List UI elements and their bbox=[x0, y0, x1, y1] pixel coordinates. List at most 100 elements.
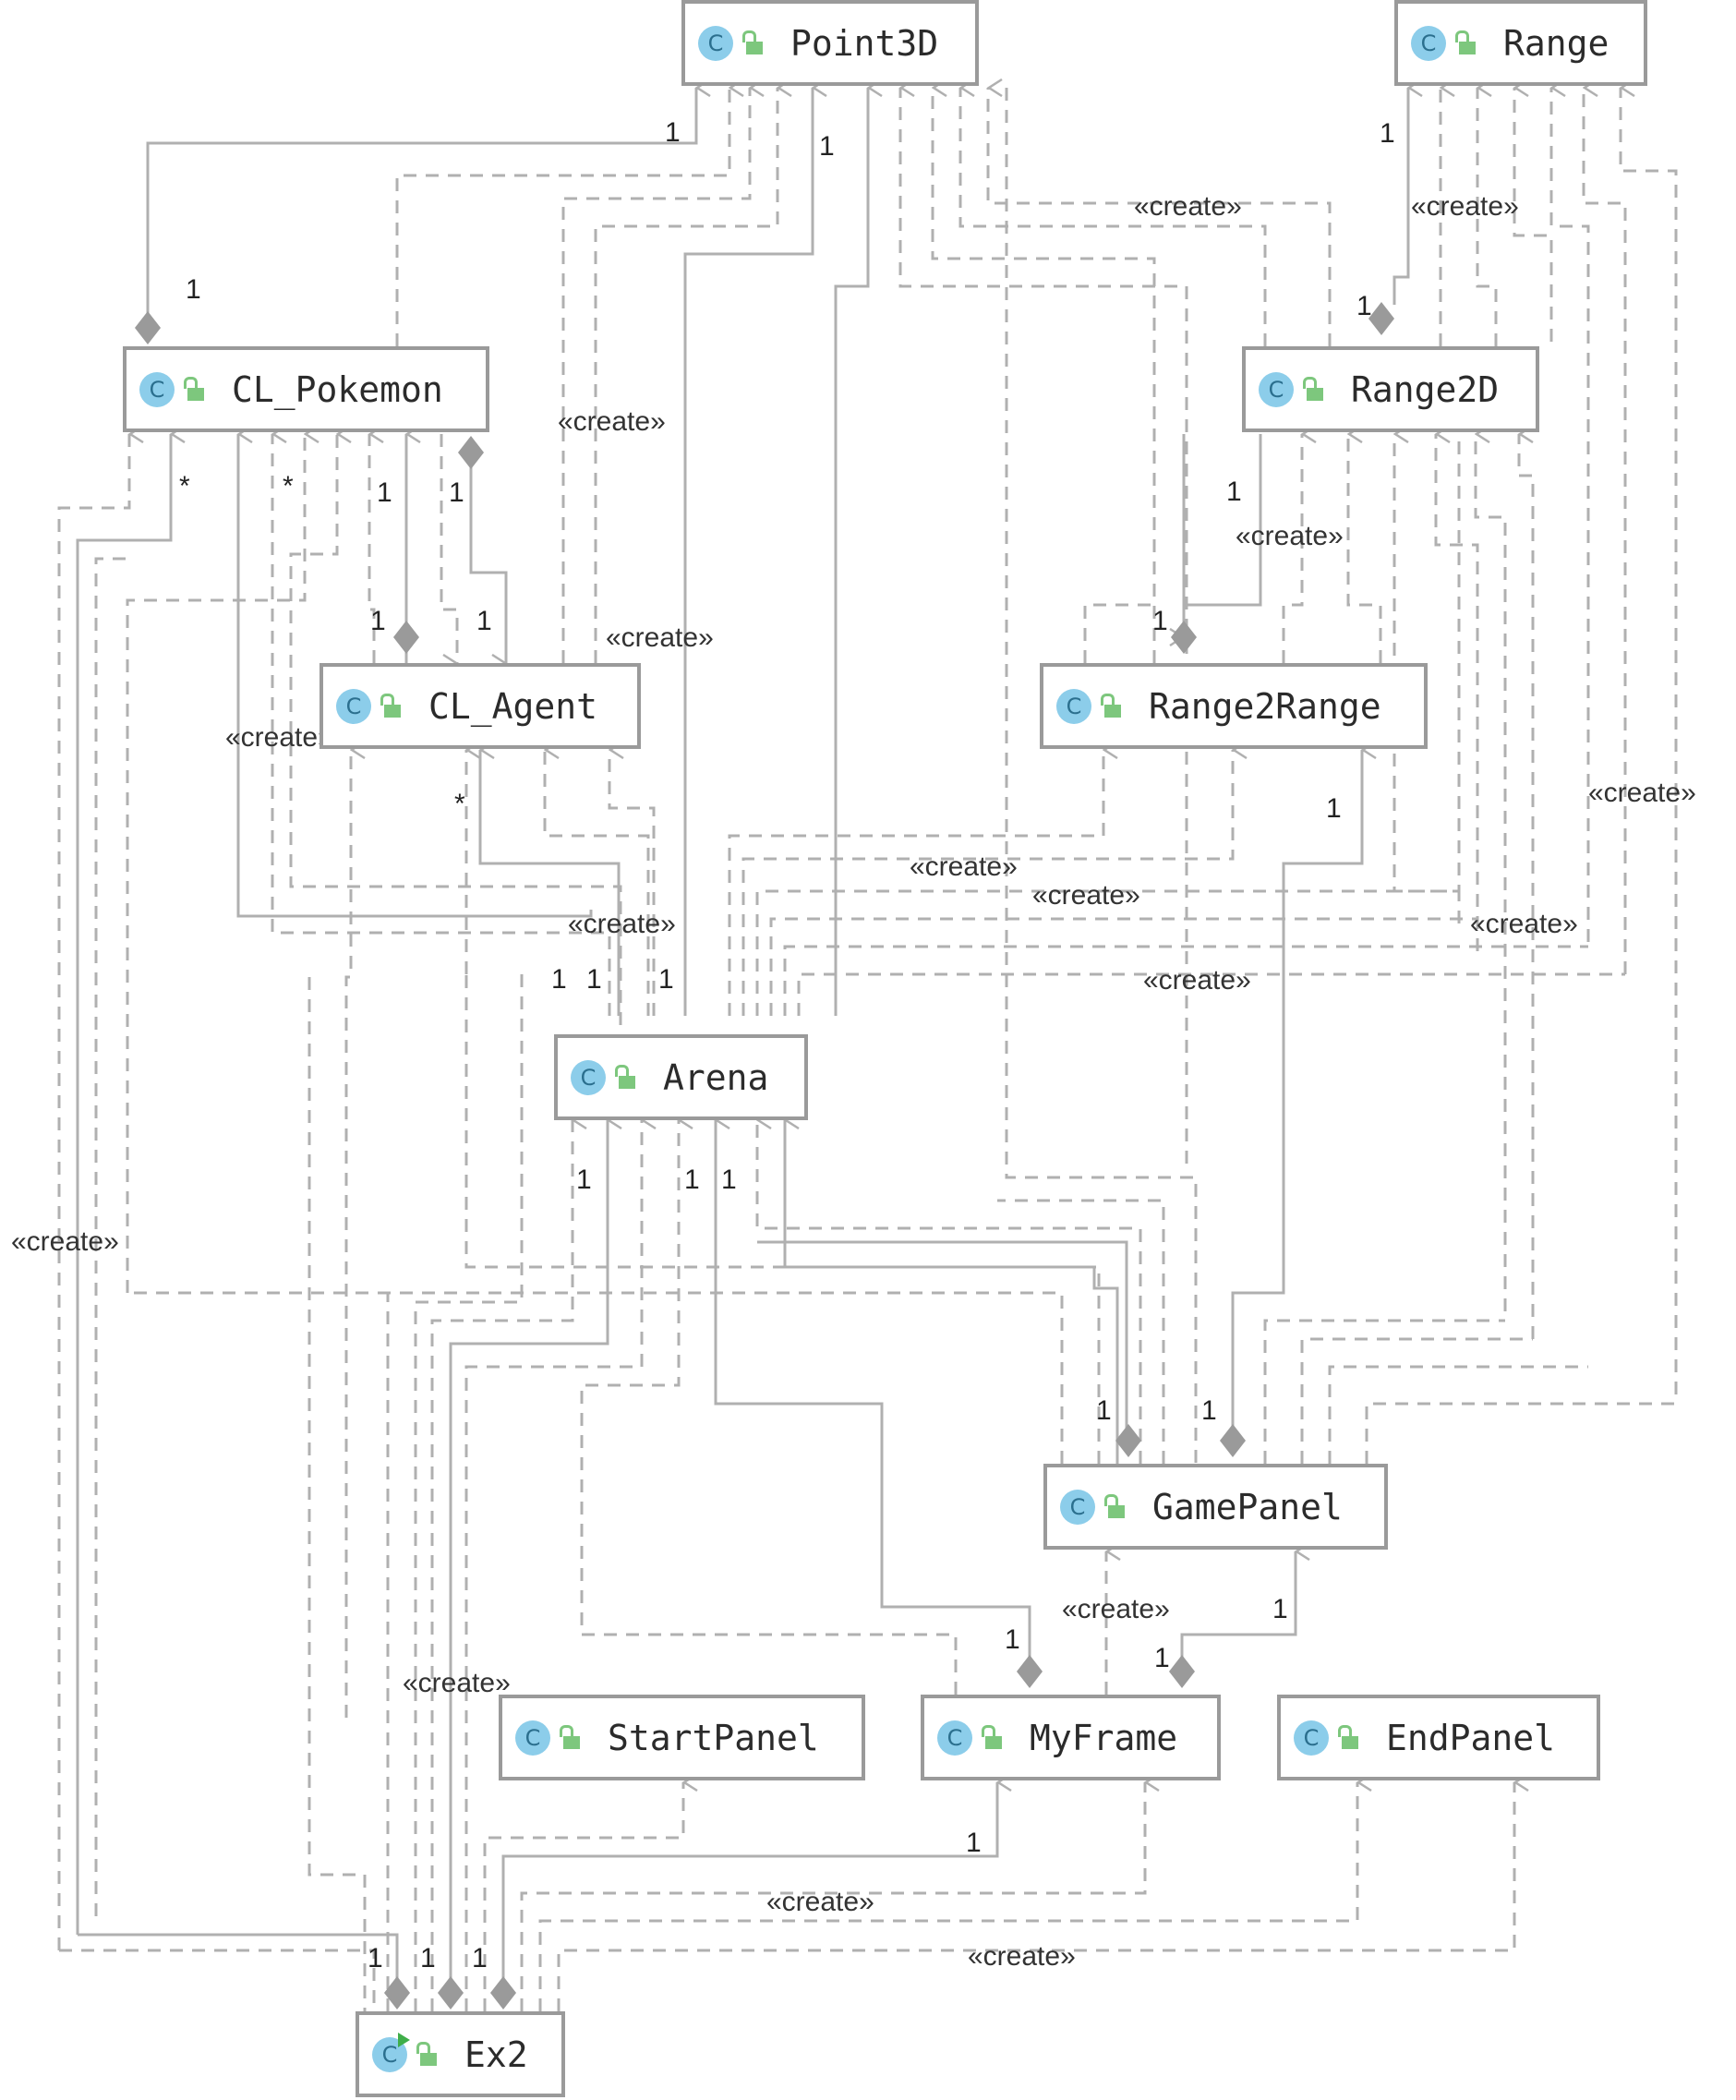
composition-diamond bbox=[1115, 1424, 1141, 1457]
dep-gp-range-band bbox=[1328, 1365, 1588, 1464]
dep-ex2-startpanel bbox=[483, 1782, 683, 2011]
create-label: «create» bbox=[1134, 191, 1242, 222]
class-name: Ex2 bbox=[464, 2034, 528, 2075]
mult-label: * bbox=[454, 789, 465, 819]
class-icon: C bbox=[1259, 371, 1294, 407]
class-endpanel[interactable]: C EndPanel bbox=[1277, 1695, 1600, 1780]
class-range2d[interactable]: C Range2D bbox=[1242, 346, 1539, 432]
create-label: «create» bbox=[403, 1668, 511, 1698]
class-icon: C bbox=[1060, 1489, 1095, 1525]
class-range2range[interactable]: C Range2Range bbox=[1040, 663, 1428, 749]
mult-label: 1 bbox=[684, 1165, 700, 1195]
class-icon: C bbox=[515, 1720, 550, 1756]
dep-ex2-pokemon bbox=[57, 434, 129, 1950]
dep-gp-pokemon-band bbox=[127, 1291, 1064, 1464]
assoc-ex2-pokemon-bottom bbox=[78, 1933, 399, 1995]
dep-gp-range2d-band-2 bbox=[1300, 1337, 1533, 1464]
create-label: «create» bbox=[568, 909, 676, 939]
dep-pokemon-point3d bbox=[395, 88, 729, 346]
class-myframe[interactable]: C MyFrame bbox=[921, 1695, 1221, 1780]
public-lock-icon bbox=[1303, 376, 1323, 401]
dep-range2d-range-2 bbox=[1476, 88, 1498, 346]
class-icon: C bbox=[139, 371, 175, 407]
dep-point3d-gp bbox=[1005, 88, 1198, 1464]
create-label: «create» bbox=[1411, 191, 1519, 222]
mult-label: * bbox=[283, 471, 294, 501]
mult-label: 1 bbox=[472, 1943, 488, 1973]
mult-label: 1 bbox=[1226, 477, 1242, 507]
dep-r2r-range2d bbox=[1083, 603, 1159, 663]
class-name: Point3D bbox=[790, 22, 939, 64]
class-name: GamePanel bbox=[1152, 1486, 1343, 1527]
public-lock-icon bbox=[742, 30, 763, 54]
create-label: «create» bbox=[766, 1887, 874, 1917]
public-lock-icon bbox=[1338, 1724, 1358, 1749]
class-name: EndPanel bbox=[1386, 1717, 1556, 1758]
assoc-arena-pokemon bbox=[236, 434, 593, 918]
class-gamepanel[interactable]: C GamePanel bbox=[1043, 1464, 1388, 1550]
class-ex2[interactable]: C Ex2 bbox=[356, 2011, 565, 2097]
assoc-pokemon-point3d bbox=[146, 88, 696, 328]
mult-label: 1 bbox=[186, 274, 201, 305]
create-label: «create» bbox=[606, 622, 714, 653]
composition-diamond bbox=[1220, 1424, 1246, 1457]
dep-ex2-agent bbox=[344, 750, 351, 1718]
dep-gp-pokemon bbox=[126, 434, 305, 1293]
mult-label: 1 bbox=[420, 1943, 436, 1973]
dep-ex2-pokemon-bottom bbox=[59, 1949, 376, 2011]
mult-label: 1 bbox=[368, 1943, 383, 1973]
composition-diamond bbox=[1171, 621, 1197, 654]
dep-gp-arena-band bbox=[997, 1199, 1165, 1464]
composition-diamond bbox=[384, 1976, 410, 2009]
dep-range2d-point3d bbox=[958, 88, 1267, 346]
create-label: «create» bbox=[968, 1941, 1076, 1972]
class-point3d[interactable]: C Point3D bbox=[681, 0, 979, 86]
create-label: «create» bbox=[910, 851, 1018, 882]
class-startpanel[interactable]: C StartPanel bbox=[499, 1695, 865, 1780]
dep-ex2-agent-2 bbox=[414, 974, 524, 2011]
public-lock-icon bbox=[560, 1724, 580, 1749]
class-icon: C bbox=[698, 25, 733, 61]
composition-diamond bbox=[490, 1976, 516, 2009]
assoc-arena-point3d bbox=[683, 88, 813, 1016]
create-label: «create» bbox=[1032, 880, 1140, 911]
class-cl-agent[interactable]: C CL_Agent bbox=[319, 663, 641, 749]
public-lock-icon bbox=[1455, 30, 1476, 54]
class-arena[interactable]: C Arena bbox=[554, 1034, 808, 1120]
dep-range2d-point3d-2 bbox=[986, 88, 1332, 346]
assoc-myframe-arena bbox=[714, 1120, 1031, 1672]
class-icon: C bbox=[1294, 1720, 1329, 1756]
dep-gamepanel-point3d bbox=[898, 88, 1188, 1164]
class-range[interactable]: C Range bbox=[1394, 0, 1647, 86]
class-name: CL_Pokemon bbox=[232, 368, 443, 410]
class-icon: C bbox=[571, 1059, 606, 1095]
mult-label: 1 bbox=[576, 1165, 592, 1195]
create-label: «create» bbox=[1143, 965, 1251, 996]
assoc-ex2-arena bbox=[449, 1120, 608, 1995]
mult-label: 1 bbox=[1096, 1395, 1112, 1426]
composition-diamond bbox=[458, 436, 484, 469]
composition-diamond bbox=[393, 621, 419, 654]
dep-arena-range2d-band bbox=[755, 434, 1461, 1016]
relation-edges bbox=[57, 88, 1678, 2011]
dep-gp-range-3 bbox=[1619, 88, 1678, 1394]
dep-gp-arena bbox=[755, 1120, 1142, 1464]
public-lock-icon bbox=[416, 2041, 437, 2066]
class-name: CL_Agent bbox=[428, 685, 598, 727]
mult-label: 1 bbox=[665, 117, 681, 148]
assoc-myframe-gp bbox=[1180, 1551, 1296, 1672]
mult-label: 1 bbox=[1380, 118, 1395, 149]
mult-label: 1 bbox=[551, 964, 567, 995]
runnable-class-icon: C bbox=[372, 2032, 410, 2072]
class-name: Range bbox=[1503, 22, 1609, 64]
class-icon: C bbox=[1056, 688, 1091, 724]
mult-label: 1 bbox=[1201, 1395, 1217, 1426]
dep-arena-r2r bbox=[728, 750, 1103, 1016]
composition-diamond bbox=[1017, 1655, 1043, 1688]
class-cl-pokemon[interactable]: C CL_Pokemon bbox=[123, 346, 489, 432]
dep-myframe-arena bbox=[580, 1120, 958, 1695]
mult-label: 1 bbox=[1152, 606, 1168, 636]
assoc-gp-arena bbox=[757, 1240, 1128, 1441]
class-icon: C bbox=[937, 1720, 972, 1756]
dep-ex2-arena bbox=[430, 1120, 573, 2011]
